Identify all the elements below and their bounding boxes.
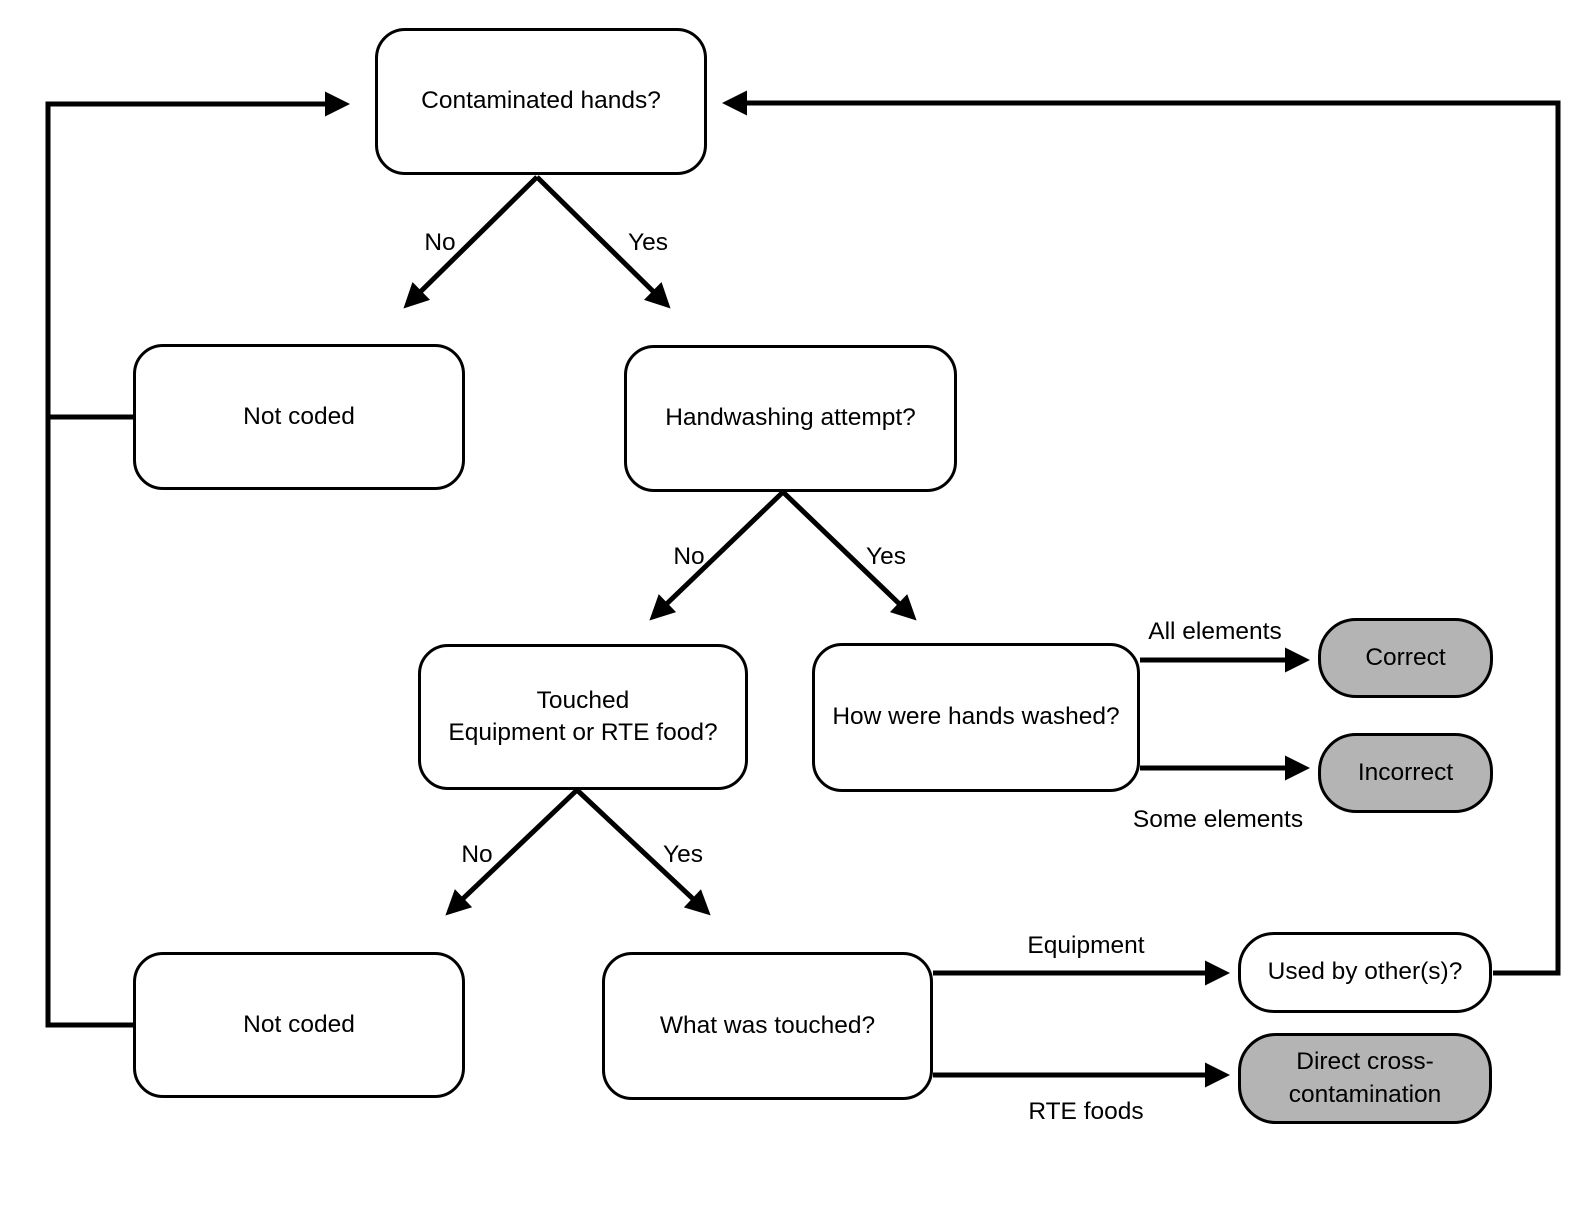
edge-right-feedback-loop — [722, 90, 1561, 976]
node-how-were-hands-washed: How were hands washed? — [812, 643, 1140, 792]
edge-touched-yes — [575, 788, 711, 916]
node-handwashing-attempt: Handwashing attempt? — [624, 345, 957, 492]
node-not-coded-top: Not coded — [133, 344, 465, 490]
edge-label-equipment: Equipment — [1027, 932, 1145, 959]
node-what-was-touched: What was touched? — [602, 952, 933, 1100]
node-contaminated-hands: Contaminated hands? — [375, 28, 707, 175]
node-correct: Correct — [1318, 618, 1493, 698]
edge-label-touched-no: No — [461, 841, 493, 868]
edge-label-handwashing-yes: Yes — [866, 543, 906, 570]
node-incorrect: Incorrect — [1318, 733, 1493, 813]
edge-label-all-elements: All elements — [1148, 618, 1282, 645]
edge-label-contaminated-no: No — [424, 229, 456, 256]
edge-handwashing-no — [649, 490, 785, 621]
edge-handwashing-yes — [781, 490, 917, 621]
edge-contaminated-no — [403, 175, 539, 309]
edge-touched-no — [445, 788, 579, 916]
edge-contaminated-yes — [535, 175, 671, 309]
edge-label-handwashing-no: No — [673, 543, 705, 570]
edge-label-touched-yes: Yes — [663, 841, 703, 868]
edge-left-feedback-loop — [45, 91, 350, 1028]
node-direct-cross-contamination: Direct cross- contamination — [1238, 1033, 1492, 1124]
edge-label-rte-foods: RTE foods — [1028, 1098, 1144, 1125]
node-used-by-others: Used by other(s)? — [1238, 932, 1492, 1013]
edge-label-some-elements: Some elements — [1132, 806, 1304, 833]
node-not-coded-bottom: Not coded — [133, 952, 465, 1098]
edge-label-contaminated-yes: Yes — [628, 229, 668, 256]
node-touched-equipment-or-rte-food: Touched Equipment or RTE food? — [418, 644, 748, 790]
